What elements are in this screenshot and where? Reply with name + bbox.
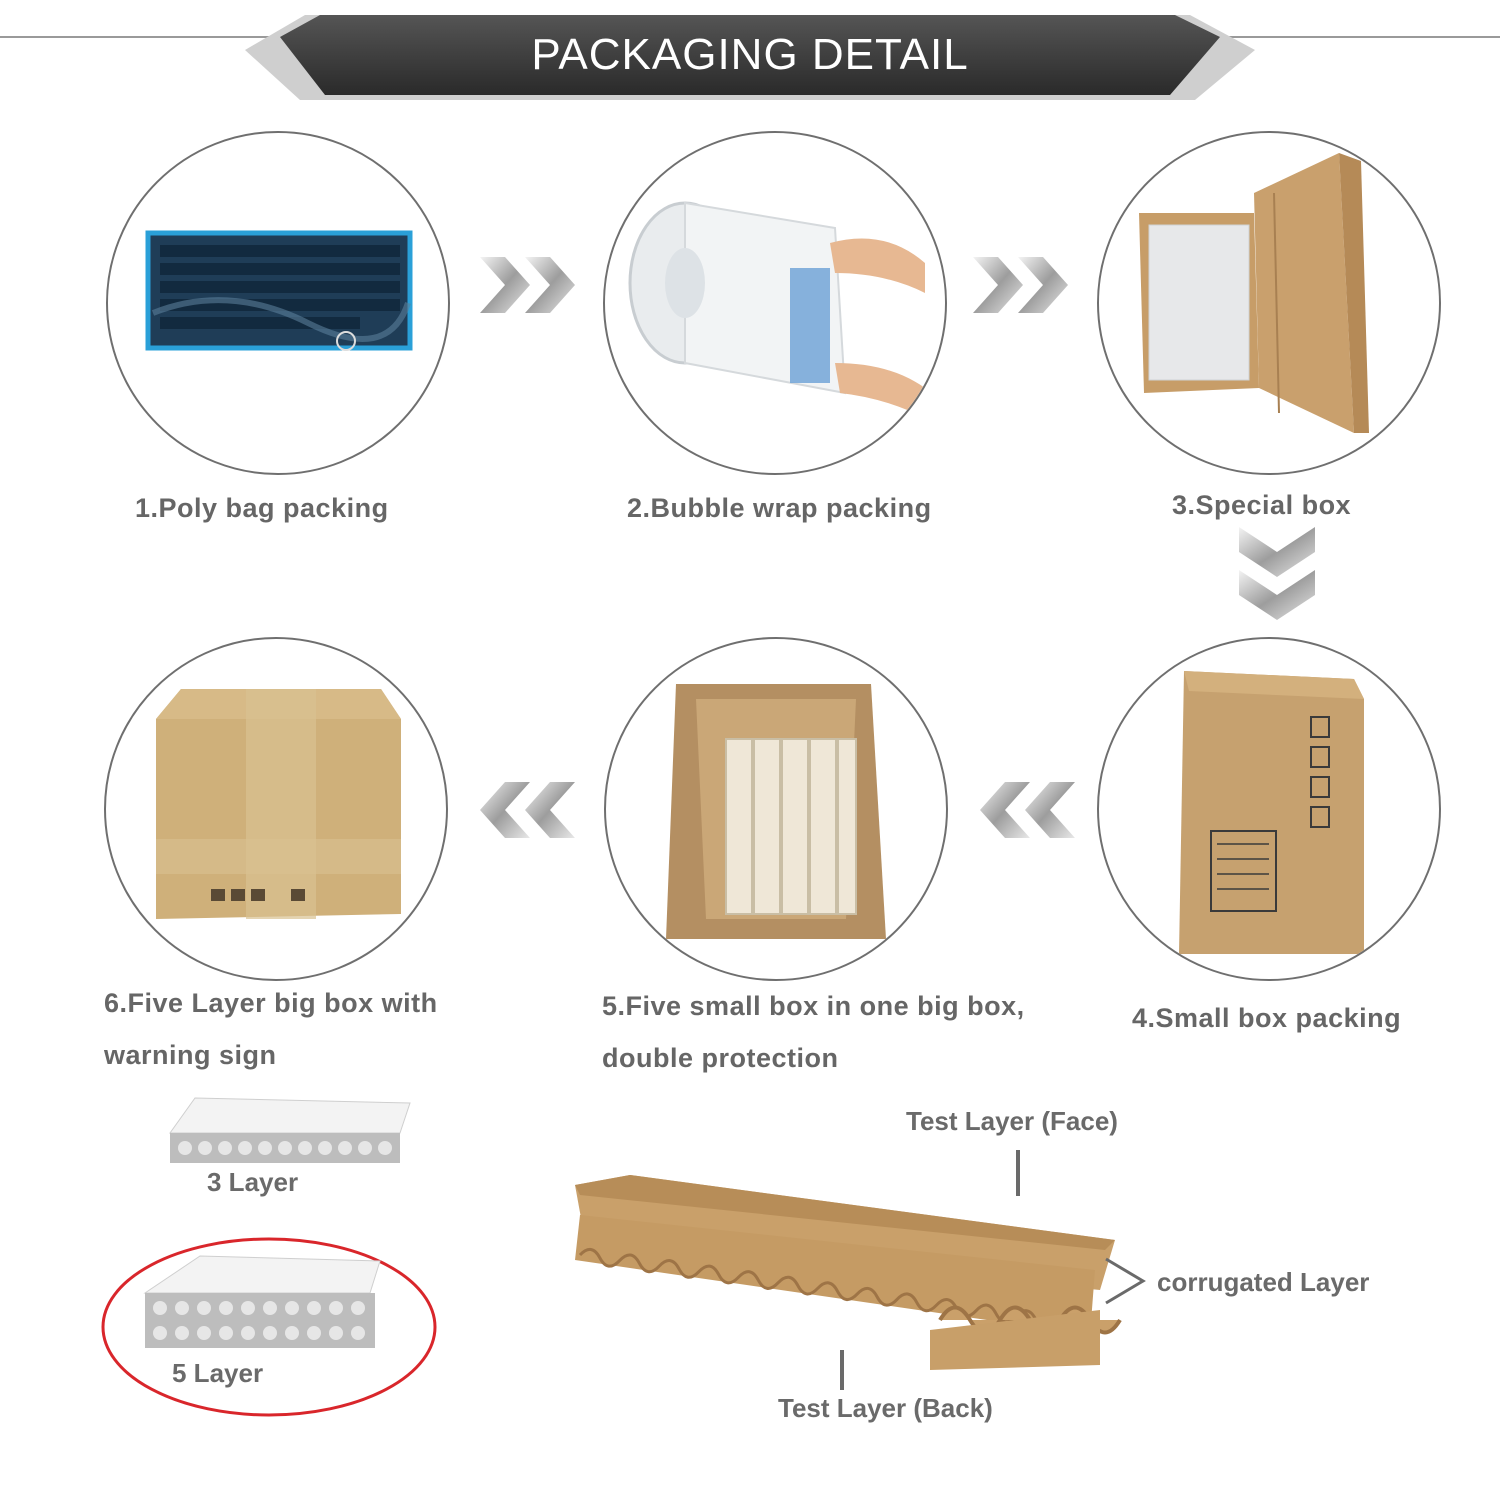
face-pointer-line [1016,1150,1020,1196]
small-box-photo [1097,637,1441,981]
big-box-photo [104,637,448,981]
bubble-wrap-photo [603,131,947,475]
header-banner [0,0,1500,110]
five-layer-highlight [100,1235,440,1425]
step-5-label: 5.Five small box in one big box, double … [602,980,1025,1084]
back-layer-label: Test Layer (Back) [778,1393,993,1423]
chevron-left-icon [470,780,580,845]
five-boxes-photo [604,637,948,981]
step-6-line-1: 6.Five Layer big box with [104,988,438,1018]
special-box-photo [1097,131,1441,475]
chevron-right-icon [475,255,585,320]
banner-shape [0,15,1500,100]
step-6-label: 6.Five Layer big box with warning sign [104,977,438,1081]
chevron-left-icon [970,780,1080,845]
five-layer-sample [140,1253,390,1358]
step-2-label: 2.Bubble wrap packing [627,493,932,523]
three-layer-sample [165,1093,415,1178]
step-5-line-1: 5.Five small box in one big box, [602,991,1025,1021]
step-6-line-2: warning sign [104,1040,277,1070]
corrugated-bracket [1103,1256,1148,1311]
step-5-line-2: double protection [602,1043,839,1073]
three-layer-label: 3 Layer [207,1167,299,1197]
corrugated-layer-label: corrugated Layer [1157,1267,1370,1297]
back-pointer-line [840,1350,844,1390]
chevron-right-icon [968,255,1078,320]
chevron-down-icon [1237,522,1317,627]
step-4-label: 4.Small box packing [1132,1003,1402,1033]
face-layer-label: Test Layer (Face) [906,1106,1118,1136]
step-1-label: 1.Poly bag packing [135,493,389,523]
five-layer-label: 5 Layer [172,1358,264,1388]
corrugated-diagram [570,1160,1130,1375]
page-title: PACKAGING DETAIL [531,30,969,79]
poly-bag-photo [106,131,450,475]
step-3-label: 3.Special box [1172,490,1352,520]
